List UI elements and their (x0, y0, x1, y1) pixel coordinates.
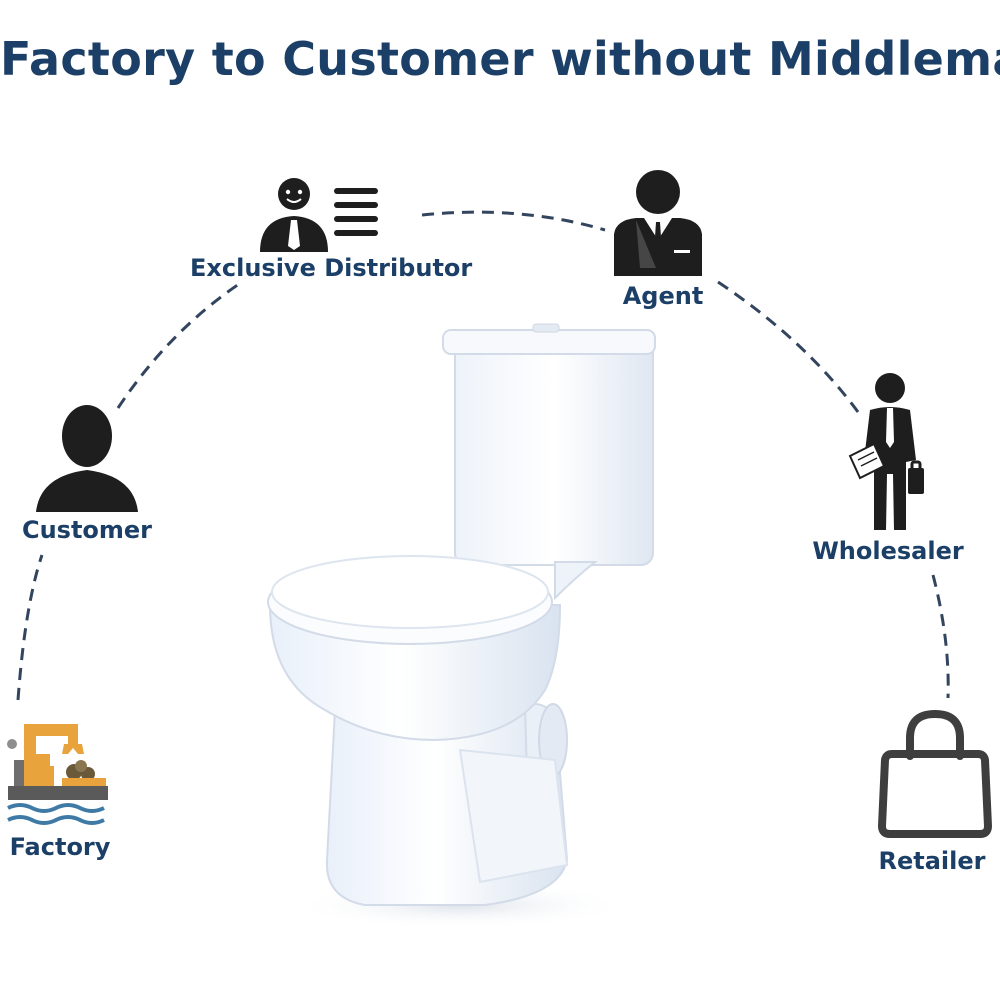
suited-agent-icon (614, 170, 702, 276)
person-silhouette-icon (36, 405, 138, 512)
connector-agent-wholesaler (717, 280, 860, 413)
tank-lid (442, 329, 656, 355)
flush-button (532, 323, 560, 333)
tank-neck (554, 561, 598, 601)
shopping-bag-icon (878, 709, 992, 838)
page-title: Factory to Customer without Middleman (0, 32, 1000, 86)
connector-factory-customer (16, 554, 44, 701)
label-customer: Customer (21, 516, 153, 544)
label-agent: Agent (622, 282, 704, 310)
connector-customer-distributor (116, 280, 243, 409)
connector-wholesaler-retailer (931, 574, 950, 699)
toilet-tank (454, 339, 654, 566)
label-retailer: Retailer (878, 847, 986, 875)
label-factory: Factory (9, 833, 111, 861)
toilet-illustration (267, 323, 656, 929)
factory-robot-arm-icon (7, 724, 108, 825)
businessman-briefcase-icon (848, 373, 924, 530)
connector-distributor-agent (421, 210, 606, 232)
businessman-document-icon (260, 178, 378, 252)
pedestal-recess (458, 748, 569, 884)
label-exclusive-distributor: Exclusive Distributor (190, 254, 473, 282)
label-wholesaler: Wholesaler (812, 537, 964, 565)
toilet-lid (271, 555, 549, 629)
